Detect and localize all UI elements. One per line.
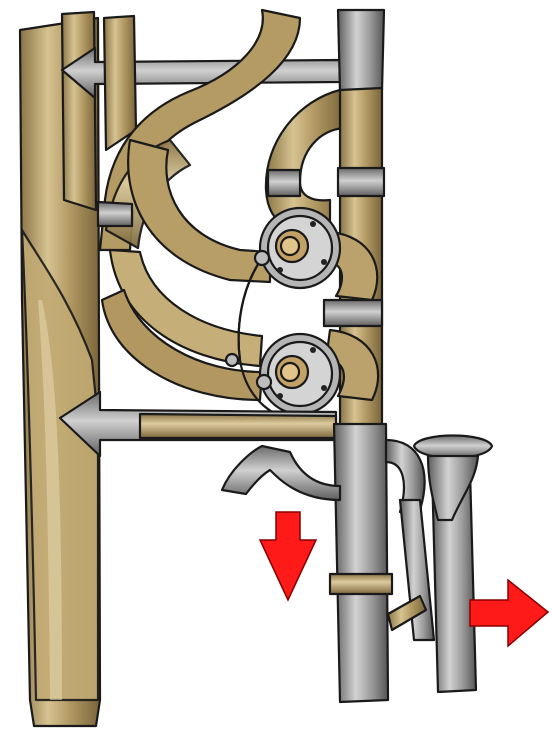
rotary-valve-lower bbox=[260, 334, 340, 414]
lower-silver-plumbing bbox=[222, 424, 492, 702]
red-down-arrow-icon bbox=[260, 512, 316, 600]
red-right-arrow-icon bbox=[470, 580, 548, 646]
center-brass-tube bbox=[104, 16, 136, 150]
main-brass-tube bbox=[20, 12, 100, 726]
right-silver-tube bbox=[338, 10, 384, 92]
rotary-valve-upper bbox=[260, 208, 340, 288]
